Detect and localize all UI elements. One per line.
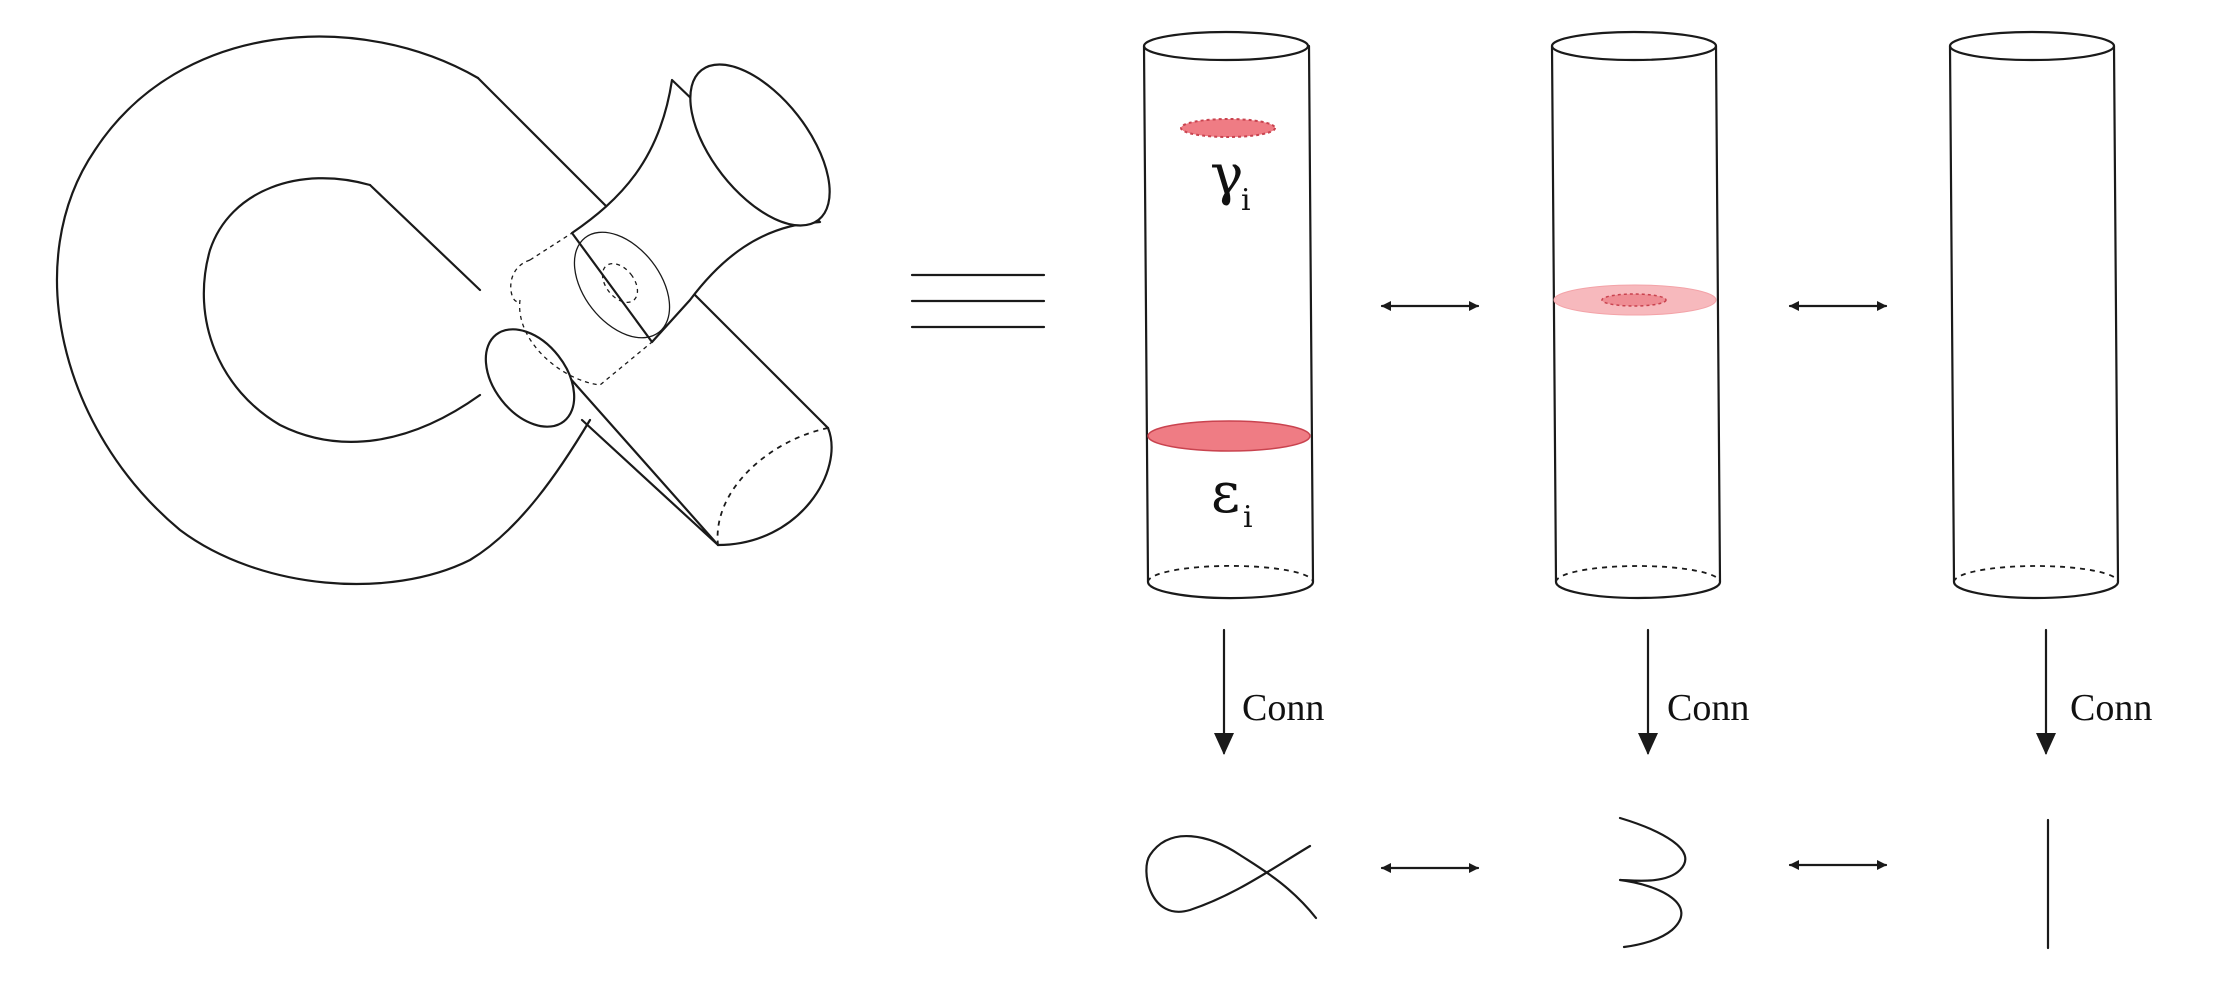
cylinder-1: γ i ε i — [1142, 30, 1315, 600]
tube-stub-opening — [484, 328, 576, 428]
knotted-tube-surface — [56, 35, 833, 586]
merged-inner-disk — [1601, 293, 1667, 307]
gamma-disk — [1180, 118, 1276, 138]
equivalence-symbol — [910, 273, 1046, 329]
tube-inner-contour — [202, 177, 482, 443]
crossing-inner-ring — [601, 262, 639, 304]
band-end-front — [716, 426, 833, 547]
funnel-tube-body — [570, 78, 822, 344]
cylinder-2 — [1550, 30, 1722, 600]
conn-label-2: Conn — [1667, 687, 1749, 729]
gamma-subscript: i — [1241, 183, 1251, 218]
kink-curve — [1145, 834, 1318, 920]
wave-curve — [1618, 816, 1687, 949]
crossing-hidden-cylinder — [510, 232, 653, 386]
epsilon-disk — [1147, 420, 1311, 452]
epsilon-subscript: i — [1243, 500, 1253, 535]
funnel-tube-mouth — [689, 63, 831, 227]
band-end-back — [716, 427, 829, 546]
gamma-label: γ — [1210, 143, 1243, 208]
tube-outer-contour — [56, 35, 592, 586]
epsilon-label: ε — [1211, 461, 1240, 526]
conn-label-3: Conn — [2070, 687, 2152, 729]
conn-label-1: Conn — [1242, 687, 1324, 729]
crossing-visible-ring — [573, 231, 671, 339]
tube-band-lower-edge — [368, 183, 720, 547]
cylinder-3 — [1948, 30, 2120, 600]
